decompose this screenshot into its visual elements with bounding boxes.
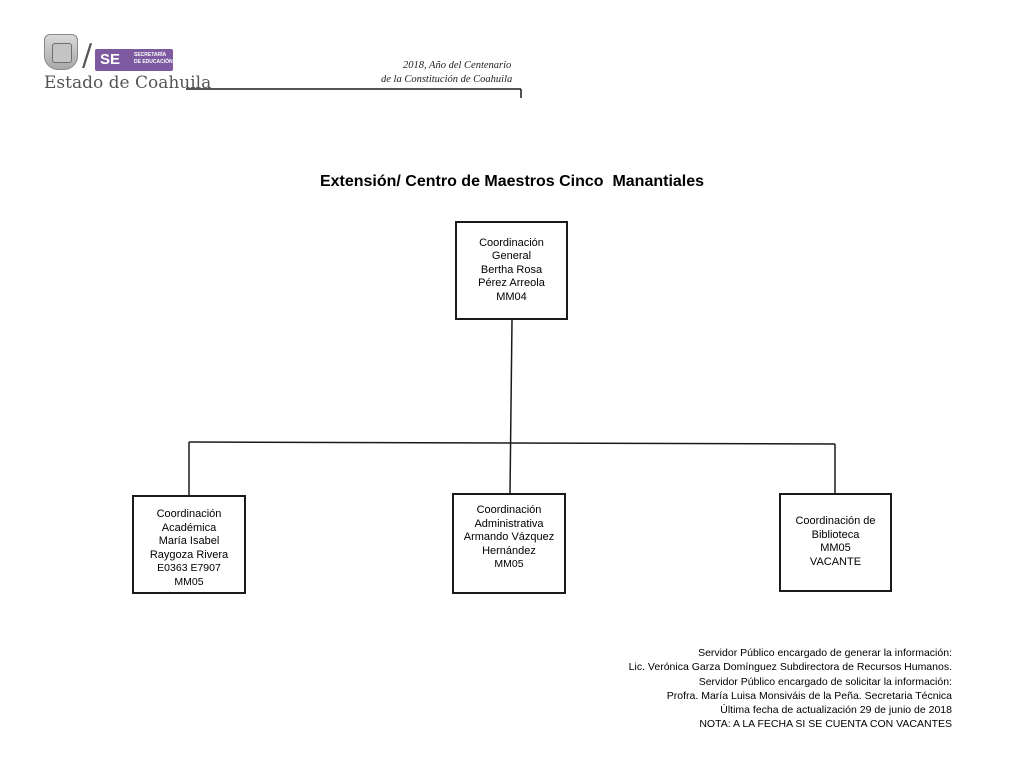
org-box-line: Coordinación bbox=[156, 508, 222, 520]
connector-horizontal bbox=[188, 441, 836, 445]
org-box-line: Hernández bbox=[482, 544, 536, 557]
logo-separator: / bbox=[82, 38, 93, 73]
footer-line: Última fecha de actualización 29 de juni… bbox=[720, 704, 952, 717]
org-box-line: Armando Vázquez bbox=[463, 531, 555, 543]
org-box-coordinacion-general: Coordinación General Bertha Rosa Pérez A… bbox=[455, 221, 568, 320]
org-box-line: Pérez Arreola bbox=[478, 277, 545, 290]
motto-line-1: 2018, Año del Centenario bbox=[403, 60, 512, 71]
footer-line: NOTA: A LA FECHA SI SE CUENTA CON VACANT… bbox=[699, 718, 952, 731]
org-box-line: Raygoza Rivera bbox=[149, 548, 229, 561]
org-box-coordinacion-administrativa: Coordinación Administrativa Armando Vázq… bbox=[452, 493, 566, 594]
footer-line: Profra. María Luisa Monsiváis de la Peña… bbox=[666, 689, 952, 702]
footer-notes: Servidor Público encargado de generar la… bbox=[560, 646, 952, 732]
se-logo-badge bbox=[95, 49, 173, 71]
org-box-line: Administrativa bbox=[474, 517, 544, 530]
org-box-line: Biblioteca bbox=[811, 528, 860, 541]
org-box-line: María Isabel bbox=[158, 535, 220, 547]
org-box-line: E0363 E7907 bbox=[157, 562, 221, 574]
org-box-line: Bertha Rosa bbox=[480, 263, 543, 276]
org-box-line: MM05 bbox=[174, 575, 204, 588]
org-box-line: MM05 bbox=[494, 558, 524, 570]
page-title: Extensión/ Centro de Maestros Cinco Mana… bbox=[319, 173, 705, 190]
org-box-line: VACANTE bbox=[809, 555, 862, 568]
se-logo-subtitle: SECRETARÍA DE EDUCACIÓN bbox=[134, 52, 173, 65]
org-box-line: MM05 bbox=[820, 542, 851, 554]
org-box-line: General bbox=[491, 250, 532, 263]
state-name: Estado de Coahuila bbox=[44, 73, 212, 93]
org-box-line: Coordinación bbox=[479, 236, 544, 249]
org-box-coordinacion-biblioteca: Coordinación de Biblioteca MM05 VACANTE bbox=[779, 493, 892, 592]
org-box-line: MM04 bbox=[496, 290, 527, 303]
footer-line: Servidor Público encargado de generar la… bbox=[698, 647, 952, 659]
coahuila-seal-logo bbox=[44, 34, 78, 70]
connector-general-down bbox=[509, 319, 513, 494]
org-box-coordinacion-academica: Coordinación Académica María Isabel Rayg… bbox=[132, 495, 246, 594]
footer-line: Lic. Verónica Garza Domínguez Subdirecto… bbox=[628, 661, 952, 674]
org-box-line: Coordinación de bbox=[795, 515, 876, 527]
se-logo-letters: SE bbox=[100, 51, 121, 68]
motto-line-2: de la Constitución de Coahuila bbox=[381, 74, 513, 85]
org-box-line: Académica bbox=[161, 521, 217, 534]
org-box-line: Coordinación bbox=[476, 504, 542, 516]
footer-line: Servidor Público encargado de solicitar … bbox=[698, 675, 952, 688]
